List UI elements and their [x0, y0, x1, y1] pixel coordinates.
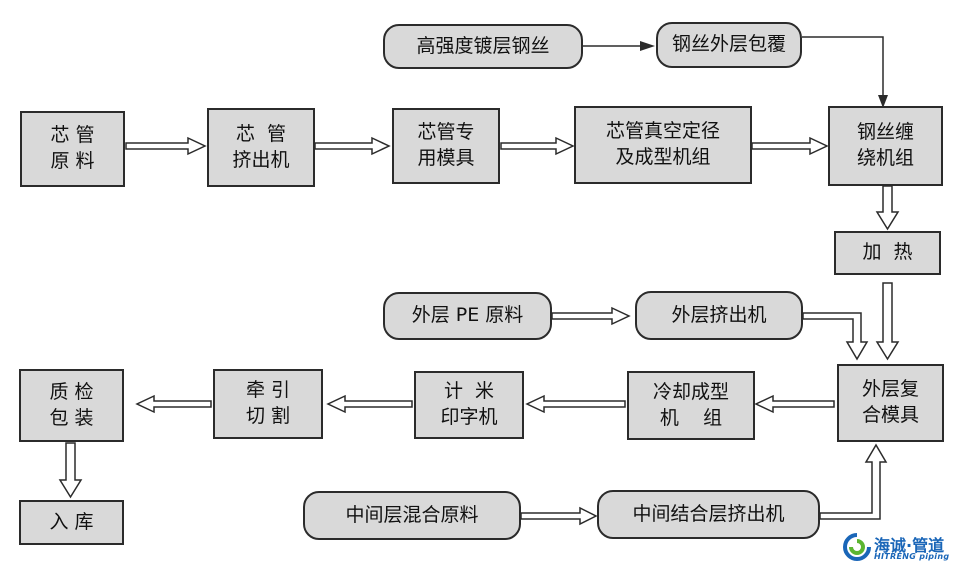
arrowhead	[878, 95, 888, 108]
arrow-left	[754, 394, 835, 414]
node-text: 用模具	[417, 147, 475, 169]
logo-name-cn: 海诚·管道	[874, 536, 945, 555]
node-text: 外层复	[861, 378, 919, 401]
arrow-right	[314, 136, 391, 156]
arrow-right	[500, 136, 575, 156]
node-text: 钢丝缠	[856, 121, 914, 144]
arrow-left	[135, 394, 212, 414]
node-text: 芯管真空定径	[605, 120, 720, 143]
node-outer-pe: 外层 PE 原料	[383, 292, 552, 340]
node-steel-wire: 高强度镀层钢丝	[383, 24, 583, 69]
node-text: 外层挤出机	[671, 303, 767, 326]
node-storage: 入 库	[19, 500, 124, 545]
arrowhead	[640, 41, 655, 51]
node-text: 加 热	[862, 241, 913, 264]
node-text: 合模具	[861, 404, 919, 426]
arrow-down	[58, 442, 83, 499]
arrow-down	[875, 185, 900, 231]
node-cutting: 牵 引 切 割	[213, 369, 323, 439]
node-text: 钢丝外层包覆	[671, 33, 786, 56]
node-text: 机 组	[659, 406, 723, 429]
arrow-line	[802, 36, 884, 97]
arrow-right	[520, 506, 598, 526]
node-inspection: 质 检 包 装	[19, 369, 124, 442]
node-core-extruder: 芯 管 挤出机	[207, 108, 315, 187]
node-text: 绕机组	[856, 147, 914, 169]
node-core-mold: 芯管专 用模具	[392, 108, 500, 184]
node-middle-extruder: 中间结合层挤出机	[597, 490, 820, 539]
node-middle-material: 中间层混合原料	[303, 491, 521, 540]
arrow-left	[525, 394, 626, 414]
node-wire-coating: 钢丝外层包覆	[656, 22, 802, 68]
arrow-right	[125, 136, 207, 156]
node-winding: 钢丝缠 绕机组	[828, 106, 943, 186]
node-text: 原 料	[50, 150, 95, 172]
node-text: 入 库	[49, 510, 94, 533]
node-text: 外层 PE 原料	[411, 304, 524, 327]
arrow-right	[551, 306, 631, 326]
node-text: 中间层混合原料	[345, 503, 479, 526]
node-text: 冷却成型	[652, 380, 729, 403]
node-printing: 计 米 印字机	[414, 371, 524, 439]
arrow-bent-up	[819, 443, 888, 520]
node-text: 挤出机	[232, 148, 290, 171]
brand-logo: 海诚·管道 HITRENG piping	[840, 530, 958, 566]
node-text: 芯管专	[417, 121, 475, 144]
arrow-bent-down	[802, 312, 869, 361]
node-core-material: 芯 管 原 料	[20, 111, 125, 187]
node-text: 印字机	[440, 406, 498, 428]
node-text: 牵 引	[245, 379, 291, 402]
node-composite-mold: 外层复 合模具	[837, 364, 944, 442]
node-text: 计 米	[443, 380, 495, 403]
node-text: 芯 管	[235, 122, 287, 145]
node-outer-extruder: 外层挤出机	[635, 291, 803, 340]
arrow-right	[751, 136, 829, 156]
node-text: 切 割	[245, 405, 291, 427]
node-text: 高强度镀层钢丝	[416, 34, 550, 57]
node-text: 中间结合层挤出机	[632, 502, 785, 525]
arrow-left	[326, 394, 413, 414]
node-cooling: 冷却成型 机 组	[627, 371, 755, 440]
logo-name-en: HITRENG piping	[874, 552, 950, 561]
logo-swirl-icon	[843, 533, 871, 561]
node-heating: 加 热	[834, 231, 941, 275]
node-text: 及成型机组	[615, 146, 711, 168]
node-text: 质 检	[49, 380, 94, 403]
arrow-down	[875, 282, 900, 361]
node-text: 包 装	[49, 406, 94, 429]
node-vacuum-sizing: 芯管真空定径 及成型机组	[574, 106, 752, 184]
node-text: 芯 管	[50, 124, 95, 147]
